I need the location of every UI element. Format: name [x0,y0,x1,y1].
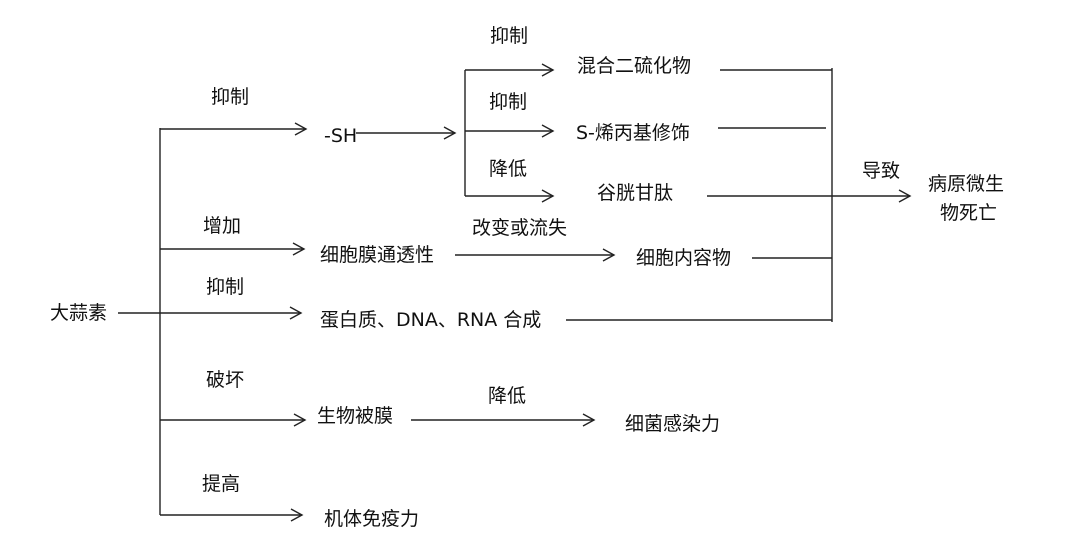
branch-synthesis-arrowhead [289,306,303,320]
sub-branch-glutathione-arrowhead [541,189,555,203]
sub-action-inhibit-a: 抑制 [490,25,529,47]
outcome-line-2: 物死亡 [940,202,998,224]
membrane-to-contents-arrowhead [602,248,616,262]
biofilm-to-infectivity-arrowhead [582,413,596,427]
glutathione-to-outcome-arrowhead [898,189,912,203]
action-label-improve: 提高 [202,473,241,495]
membrane-action-change-or-loss: 改变或流失 [472,217,568,239]
outcome-action-cause: 导致 [862,160,901,182]
sub-action-reduce: 降低 [489,158,528,180]
action-label-inhibit: 抑制 [211,86,250,108]
sub-action-inhibit-b: 抑制 [489,91,528,113]
sh-to-split-arrowhead [443,126,457,140]
sub-branch-allyl-arrowhead [541,124,555,138]
outcome-line-1: 病原微生 [928,173,1005,195]
target-node-immunity: 机体免疫力 [324,508,420,530]
branch-immunity-arrowhead [290,508,304,522]
node-cell-contents: 细胞内容物 [636,247,732,269]
branch-sh-arrowhead [294,122,308,136]
branch-membrane-arrowhead [292,242,306,256]
action-label-increase: 增加 [203,215,242,237]
node-mixed-disulfide: 混合二硫化物 [577,55,692,77]
target-node-membrane-permeability: 细胞膜通透性 [320,244,435,266]
action-label-destroy: 破坏 [206,369,245,391]
sub-branch-mixed-arrowhead [541,63,555,77]
root-node-garlicin: 大蒜素 [50,302,108,324]
action-label-inhibit-synthesis: 抑制 [206,276,245,298]
biofilm-action-reduce: 降低 [488,385,527,407]
target-node-biofilm: 生物被膜 [317,405,394,427]
node-bacterial-infectivity: 细菌感染力 [625,413,721,435]
node-s-allyl-modification: S-烯丙基修饰 [576,122,690,144]
node-glutathione: 谷胱甘肽 [597,182,674,204]
target-node-synthesis: 蛋白质、DNA、RNA 合成 [320,309,542,331]
target-node-sh: -SH [324,125,358,147]
branch-biofilm-arrowhead [293,413,307,427]
